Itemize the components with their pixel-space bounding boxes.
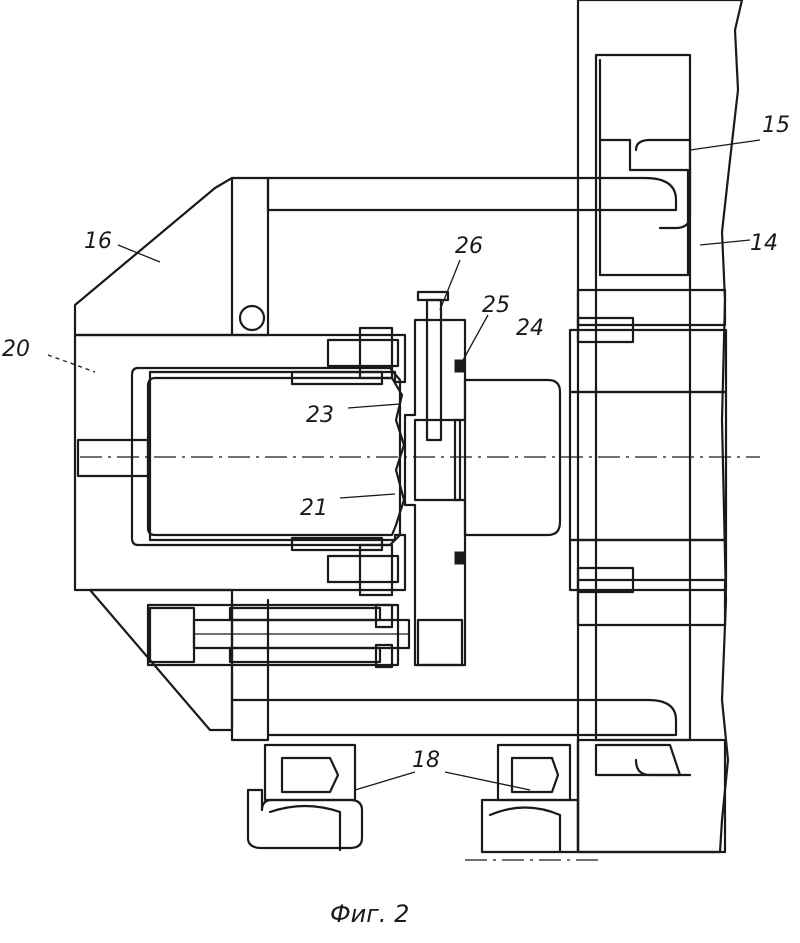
label-23: 23: [306, 403, 334, 428]
body-16: [75, 178, 268, 740]
flange-assembly: [405, 292, 465, 665]
figure-caption: Фиг. 2: [330, 900, 409, 928]
label-15: 15: [762, 113, 790, 138]
label-16: 16: [84, 229, 112, 254]
frame-wall: [578, 0, 742, 852]
label-20: 20: [2, 337, 30, 362]
label-26: 26: [455, 234, 483, 259]
label-24: 24: [516, 316, 544, 341]
housing-20: [75, 335, 405, 590]
label-18: 18: [412, 748, 440, 773]
label-21: 21: [300, 496, 328, 521]
label-14: 14: [750, 231, 778, 256]
lower-pin: [148, 605, 409, 667]
label-25: 25: [482, 293, 510, 318]
